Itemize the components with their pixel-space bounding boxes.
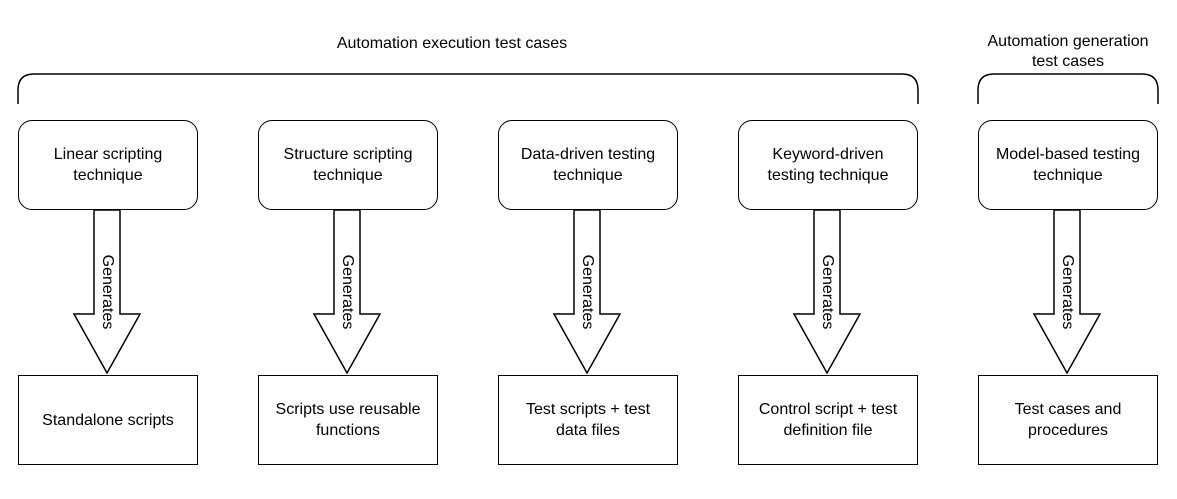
- output-box-standalone-scripts: Standalone scripts: [18, 375, 198, 465]
- generates-label-5: Generates: [1059, 254, 1076, 330]
- output-box-reusable-functions: Scripts use reusable functions: [258, 375, 438, 465]
- execution-group-label: Automation execution test cases: [336, 35, 568, 52]
- output-box-test-definition-file: Control script + test definition file: [738, 375, 918, 465]
- technique-box-data-driven: Data-driven testing technique: [498, 120, 678, 210]
- technique-box-linear-scripting: Linear scripting technique: [18, 120, 198, 210]
- output-box-test-data-files: Test scripts + test data files: [498, 375, 678, 465]
- generates-arrow-5: [1032, 209, 1102, 375]
- generates-arrow-4: [792, 209, 862, 375]
- generates-arrow-2: [312, 209, 382, 375]
- technique-box-model-based: Model-based testing technique: [978, 120, 1158, 210]
- output-box-test-cases-procedures: Test cases and procedures: [978, 375, 1158, 465]
- generates-label-4: Generates: [819, 254, 836, 330]
- execution-group-brace: [17, 73, 919, 104]
- generates-label-1: Generates: [99, 254, 116, 330]
- generates-label-3: Generates: [579, 254, 596, 330]
- technique-box-structure-scripting: Structure scripting technique: [258, 120, 438, 210]
- technique-box-keyword-driven: Keyword-driven testing technique: [738, 120, 918, 210]
- generates-arrow-1: [72, 209, 142, 375]
- generates-arrow-3: [552, 209, 622, 375]
- generates-label-2: Generates: [339, 254, 356, 330]
- generation-group-label: Automation generation test cases: [987, 33, 1149, 70]
- generation-group-brace: [977, 73, 1159, 104]
